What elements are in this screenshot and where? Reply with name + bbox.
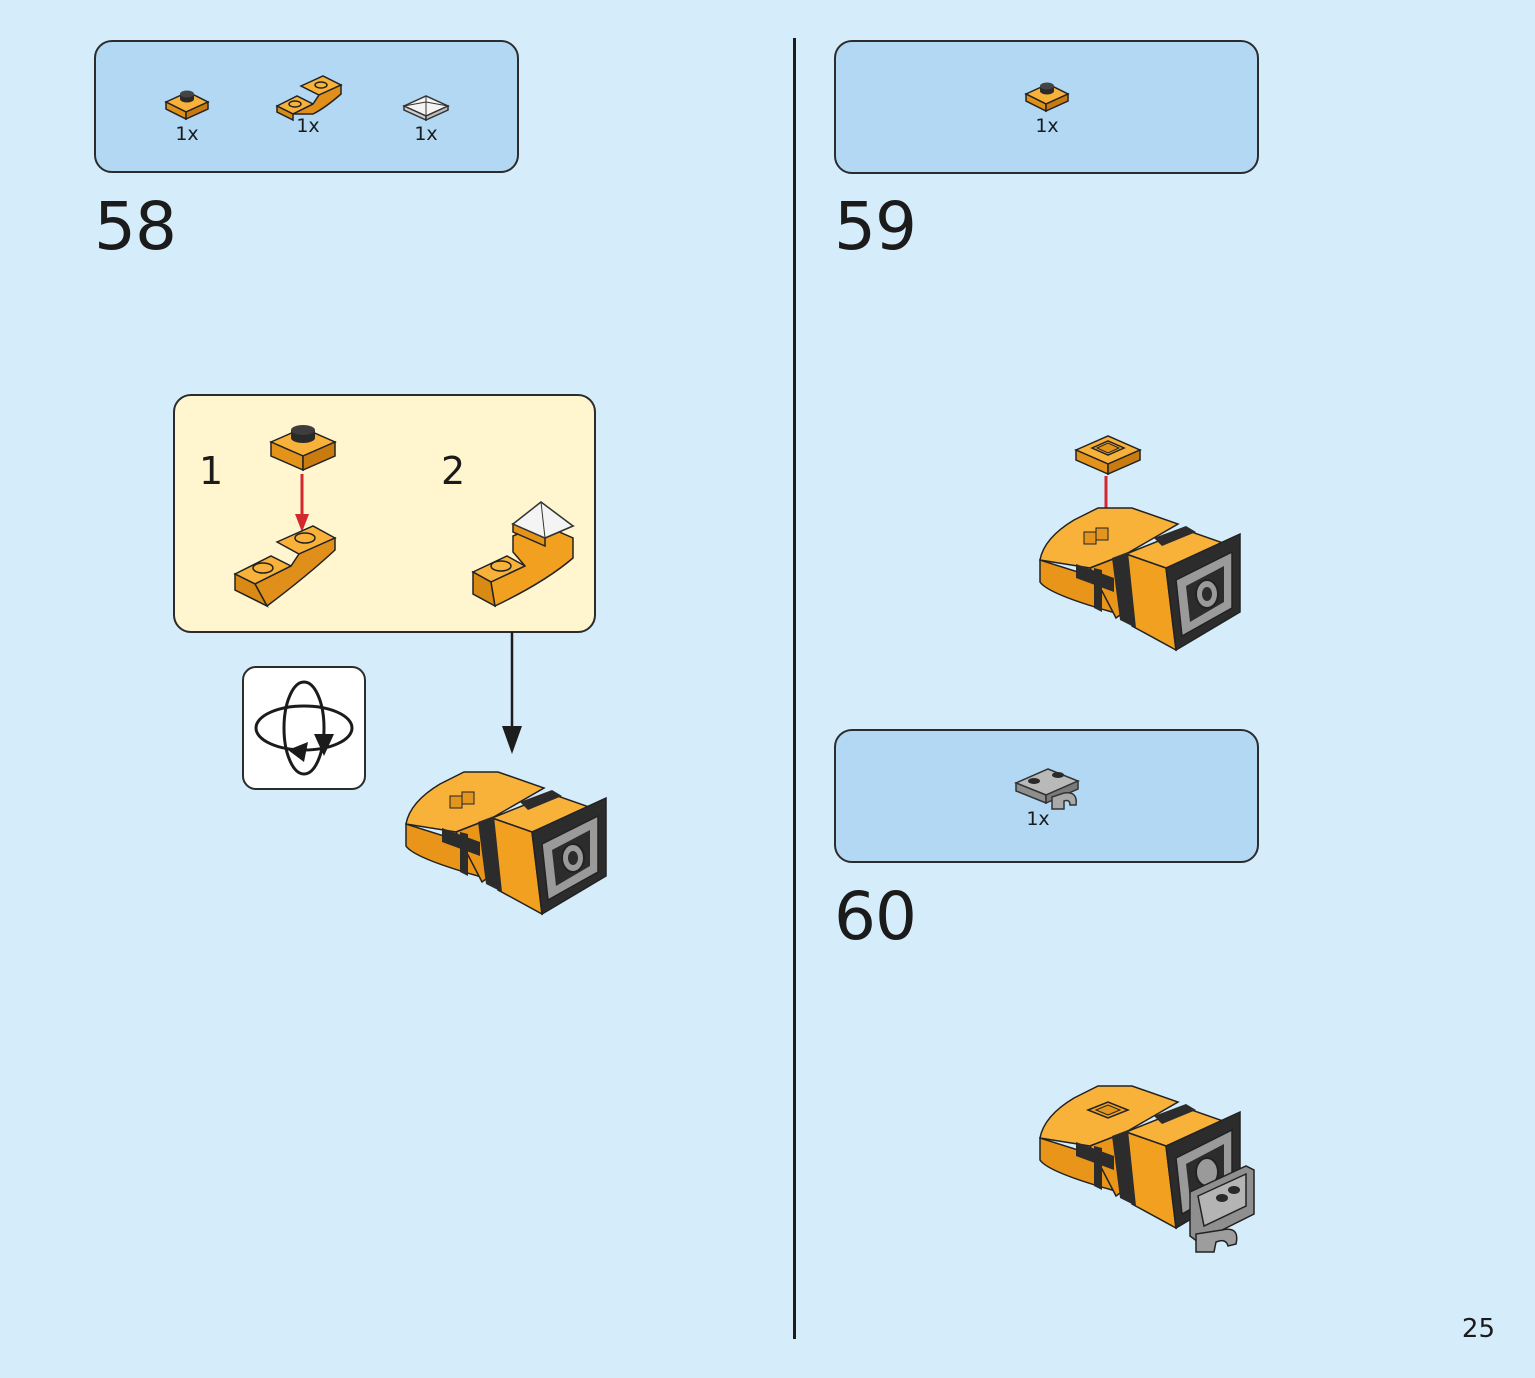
step-60-model — [1039, 1085, 1255, 1253]
sub-step-number: 2 — [441, 449, 466, 493]
rotate-model-icon — [254, 680, 354, 776]
part-item: 1x — [402, 90, 450, 144]
orange-round-plate-1x1-icon — [164, 90, 210, 121]
parts-list-step-60: 1x — [834, 729, 1259, 863]
step-number: 59 — [834, 188, 917, 265]
step-58-arrow — [502, 632, 522, 754]
part-qty: 1x — [1026, 808, 1050, 830]
part-qty: 1x — [296, 115, 320, 137]
gray-clip-plate-icon — [1014, 768, 1080, 810]
orange-round-plate-1x1-icon — [1024, 82, 1070, 113]
white-pyramid-tile-icon — [402, 95, 450, 122]
step-58-model — [405, 771, 607, 916]
sub-step-box: 1 2 — [173, 394, 596, 633]
orange-inverted-slope-icon — [275, 75, 343, 122]
page-divider — [793, 38, 796, 1339]
parts-list-step-58: 1x 1x 1x — [94, 40, 519, 173]
step-number: 58 — [94, 188, 177, 265]
step-number: 60 — [834, 878, 917, 955]
step-59-model — [1039, 435, 1241, 652]
sub-step-number: 1 — [199, 449, 224, 493]
part-item: 1x — [162, 86, 212, 144]
parts-list-step-59: 1x — [834, 40, 1259, 174]
part-item: 1x — [1022, 78, 1072, 136]
part-item: 1x — [272, 68, 344, 136]
part-qty: 1x — [175, 123, 199, 145]
part-item: 1x — [1010, 759, 1086, 829]
part-qty: 1x — [1035, 115, 1059, 137]
page-number: 25 — [1461, 1314, 1495, 1344]
rotate-instruction — [242, 666, 366, 790]
sub-step-1-illustration — [233, 425, 337, 608]
sub-step-2-illustration — [471, 501, 575, 608]
part-qty: 1x — [414, 123, 438, 145]
